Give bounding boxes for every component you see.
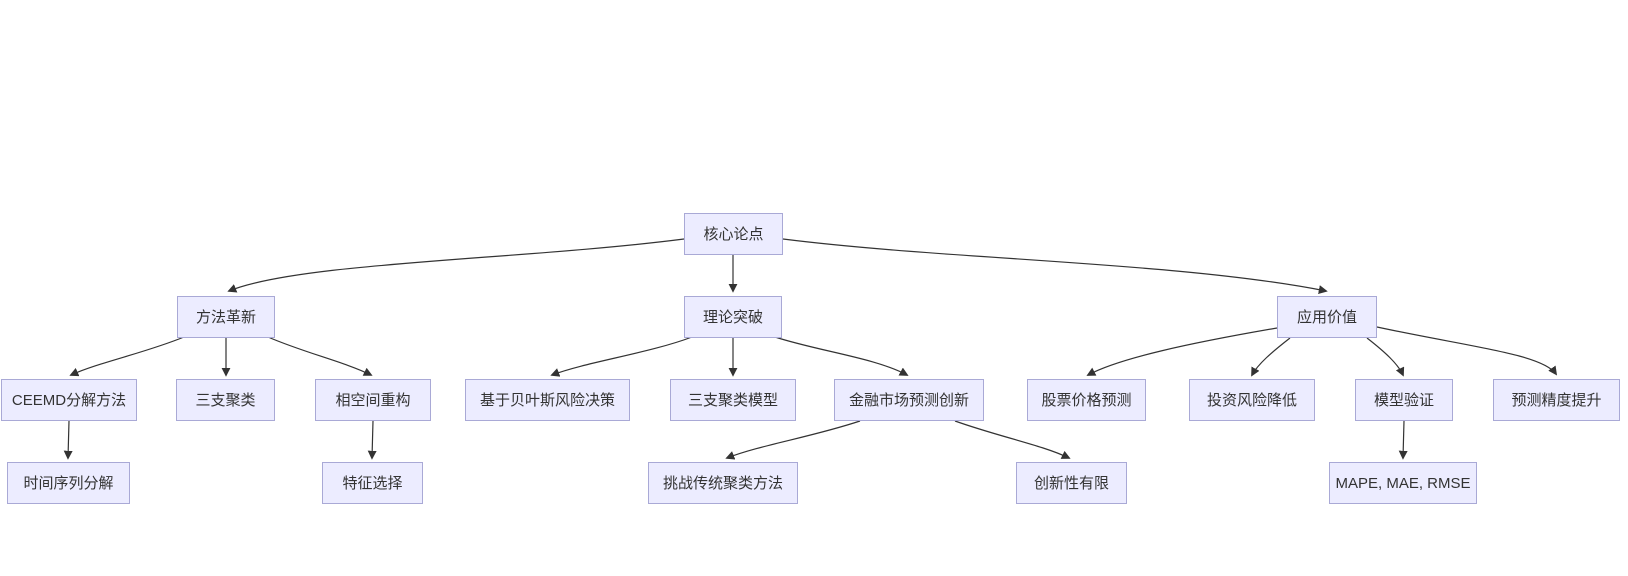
- node-ceemd-decomposition: CEEMD分解方法: [1, 379, 137, 421]
- edge-ceemd-to-timeseries: [63, 420, 73, 460]
- edge-core-to-application: [782, 238, 1328, 295]
- edge-financial-to-challenge: [725, 420, 861, 460]
- node-stock-price-prediction: 股票价格预测: [1027, 379, 1146, 421]
- edge-method-to-ceemd: [69, 336, 185, 377]
- node-phase-space-reconstruction: 相空间重构: [315, 379, 431, 421]
- node-model-validation: 模型验证: [1355, 379, 1453, 421]
- node-application-value: 应用价值: [1277, 296, 1377, 338]
- edge-core-to-method: [227, 238, 685, 293]
- edge-method-to-phasespace: [267, 336, 373, 376]
- node-theory-breakthrough: 理论突破: [684, 296, 782, 338]
- node-prediction-accuracy-improvement: 预测精度提升: [1493, 379, 1620, 421]
- edge-application-to-stock: [1086, 327, 1278, 376]
- node-core-thesis: 核心论点: [684, 213, 783, 255]
- node-challenge-traditional-clustering: 挑战传统聚类方法: [648, 462, 798, 504]
- edge-theory-to-financial: [774, 336, 909, 376]
- edge-application-to-validation: [1366, 337, 1405, 377]
- node-method-innovation: 方法革新: [177, 296, 275, 338]
- edge-theory-to-bayesian: [550, 336, 693, 377]
- node-feature-selection: 特征选择: [322, 462, 423, 504]
- node-time-series-decomposition: 时间序列分解: [7, 462, 130, 504]
- edge-application-to-risk: [1251, 337, 1291, 377]
- node-limited-innovation: 创新性有限: [1016, 462, 1127, 504]
- node-financial-market-prediction-innovation: 金融市场预测创新: [834, 379, 984, 421]
- edge-validation-to-metrics: [1398, 420, 1408, 460]
- edge-application-to-accuracy: [1376, 326, 1558, 376]
- node-three-way-clustering: 三支聚类: [176, 379, 275, 421]
- node-investment-risk-reduction: 投资风险降低: [1189, 379, 1315, 421]
- edge-financial-to-limited: [954, 420, 1071, 459]
- edge-phasespace-to-feature: [367, 420, 377, 460]
- node-three-way-clustering-model: 三支聚类模型: [670, 379, 796, 421]
- node-bayesian-risk-decision: 基于贝叶斯风险决策: [465, 379, 630, 421]
- node-mape-mae-rmse: MAPE, MAE, RMSE: [1329, 462, 1477, 504]
